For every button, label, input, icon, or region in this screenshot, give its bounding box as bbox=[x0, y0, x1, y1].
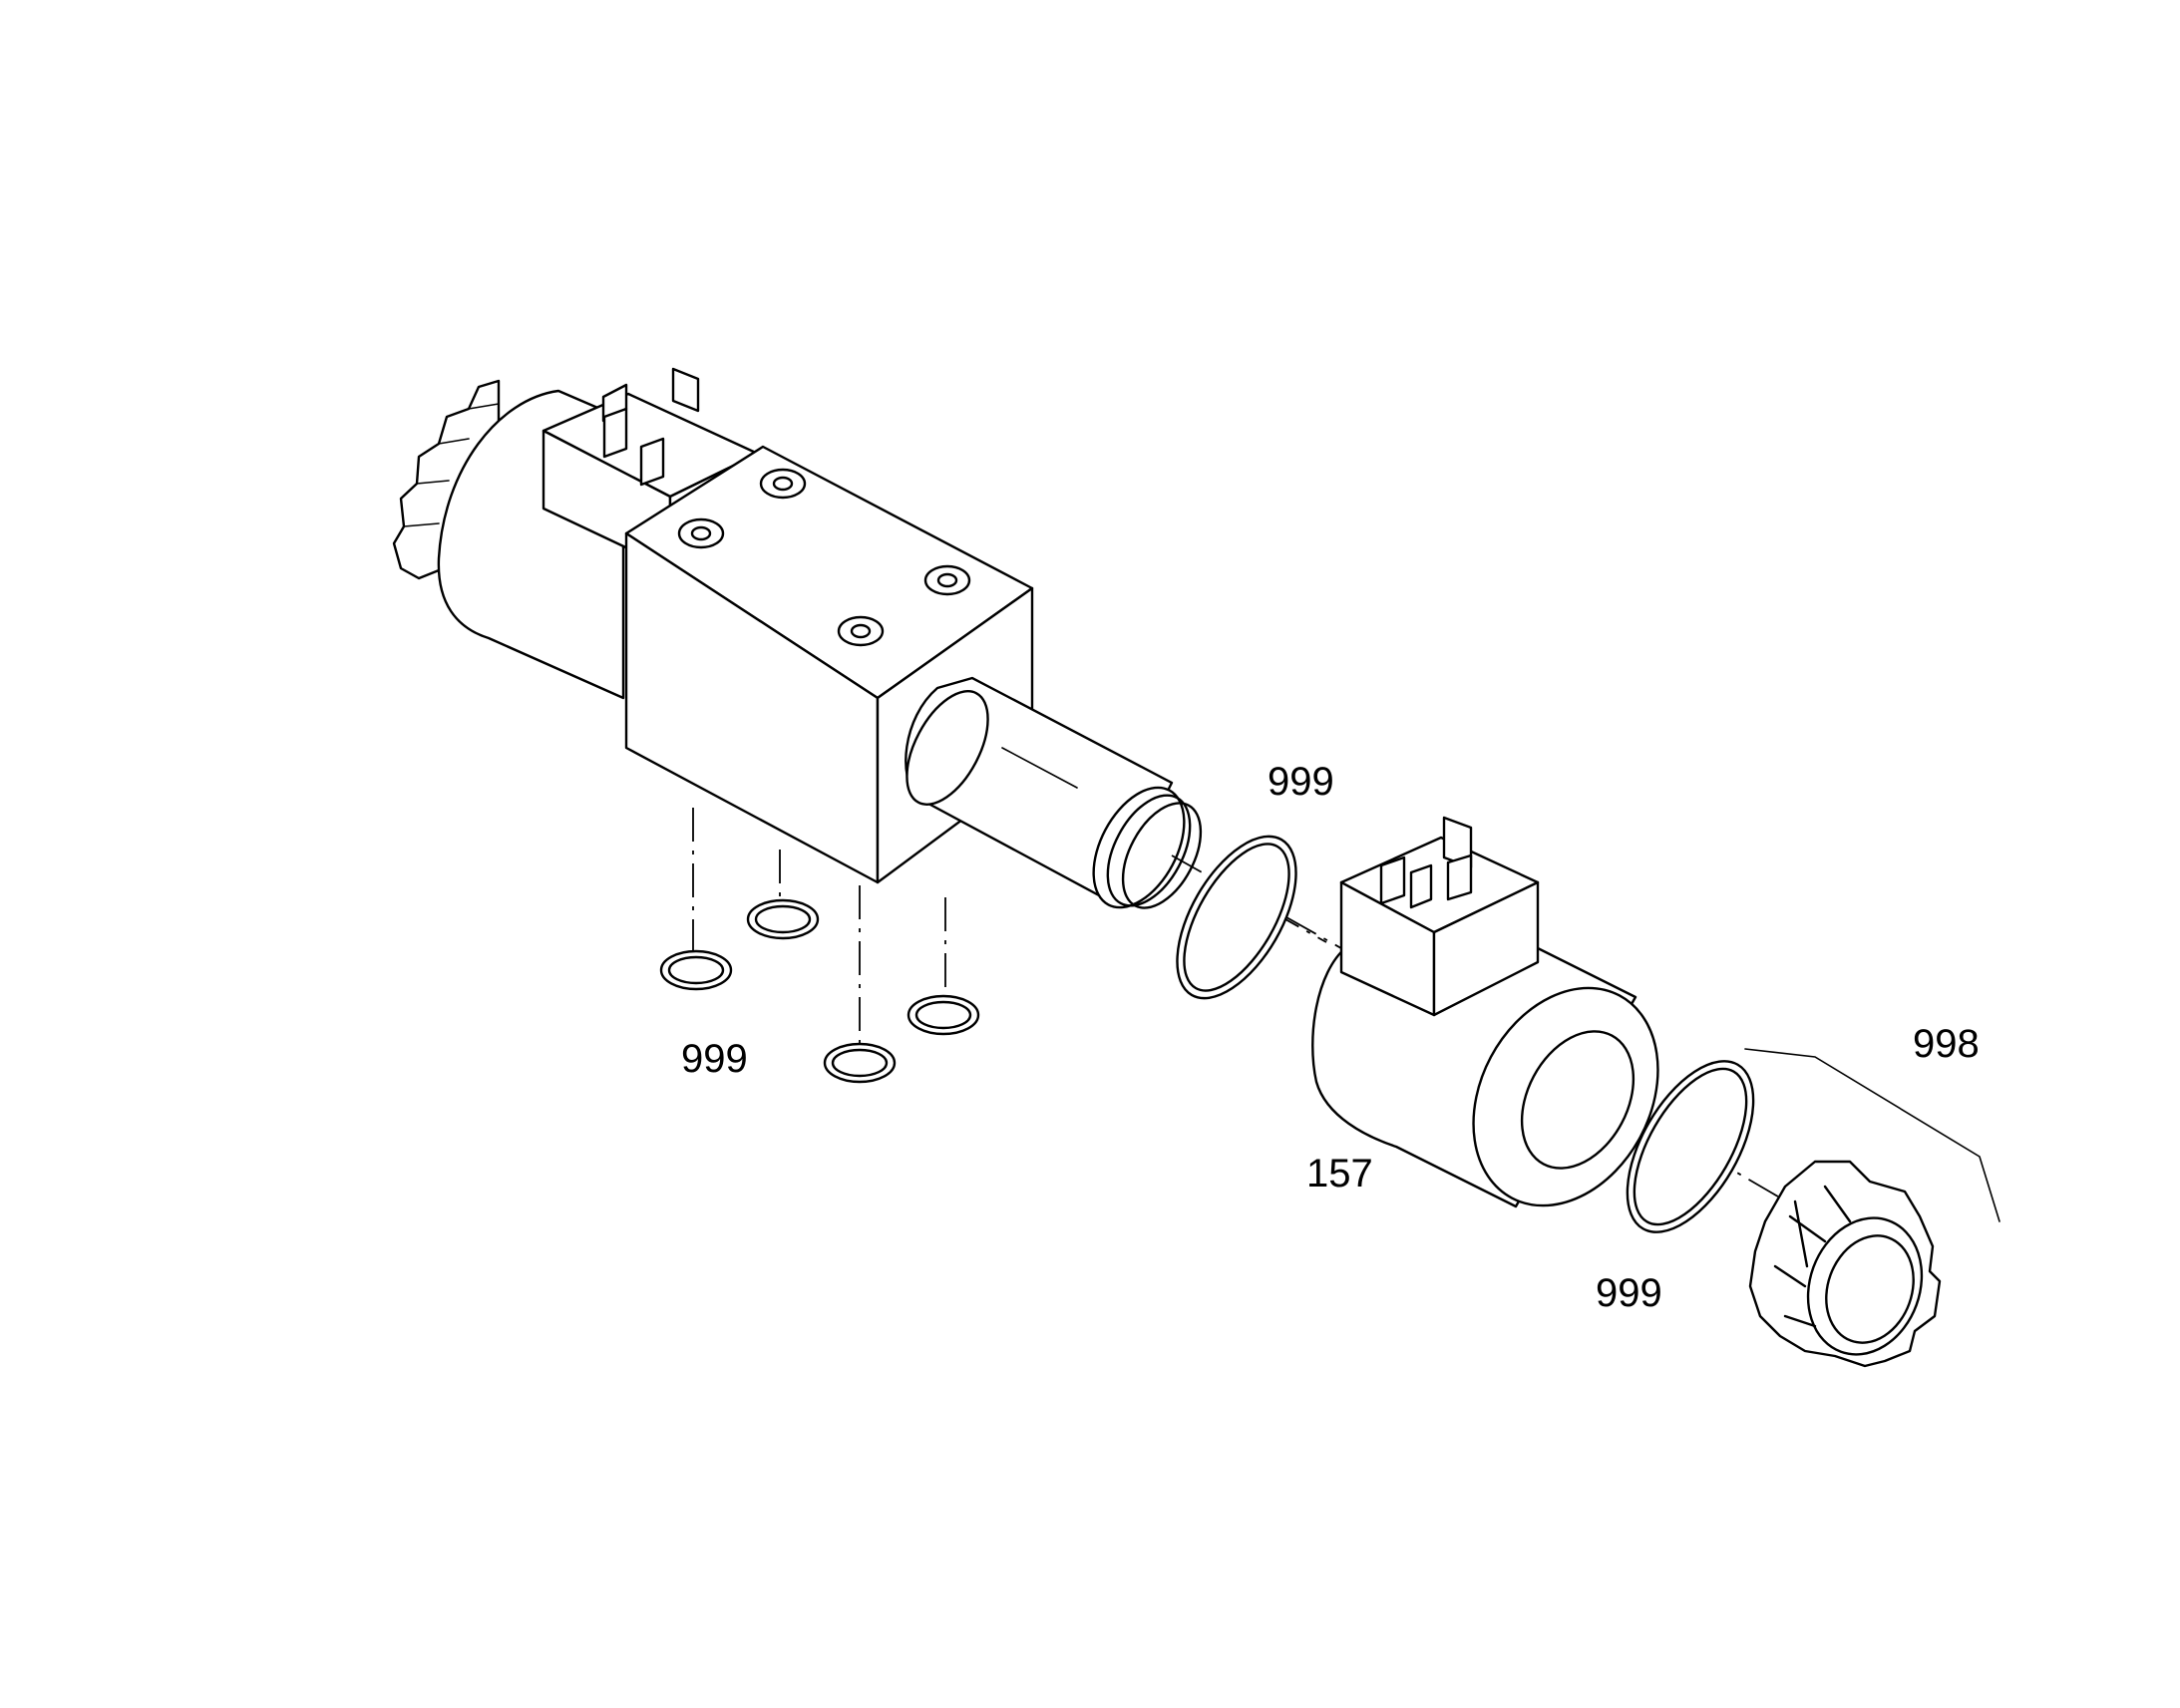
tube-o-ring bbox=[1176, 835, 1297, 1000]
label-nut-kit: 998 bbox=[1913, 1022, 1980, 1066]
armature-tube bbox=[905, 676, 1203, 909]
mounting-screw-icon bbox=[677, 517, 725, 549]
mounting-screw-icon bbox=[923, 564, 971, 596]
label-nut-o-ring: 999 bbox=[1596, 1271, 1662, 1315]
knurled-nut bbox=[1748, 1160, 1942, 1368]
nut-o-ring bbox=[1626, 1060, 1755, 1233]
mounting-screw-icon bbox=[759, 468, 807, 500]
label-base-o-rings: 999 bbox=[681, 1037, 748, 1081]
solenoid-coil bbox=[1311, 816, 1659, 1208]
o-ring-icon bbox=[746, 898, 820, 940]
o-ring-icon bbox=[907, 994, 980, 1036]
mounting-screw-icon bbox=[837, 615, 885, 647]
o-ring-icon bbox=[823, 1042, 897, 1084]
label-coil: 157 bbox=[1306, 1152, 1373, 1196]
label-tube-o-ring: 999 bbox=[1268, 760, 1334, 804]
base-o-rings bbox=[659, 898, 980, 1084]
o-ring-icon bbox=[659, 949, 733, 991]
leader-line-998 bbox=[1744, 1048, 2000, 1222]
